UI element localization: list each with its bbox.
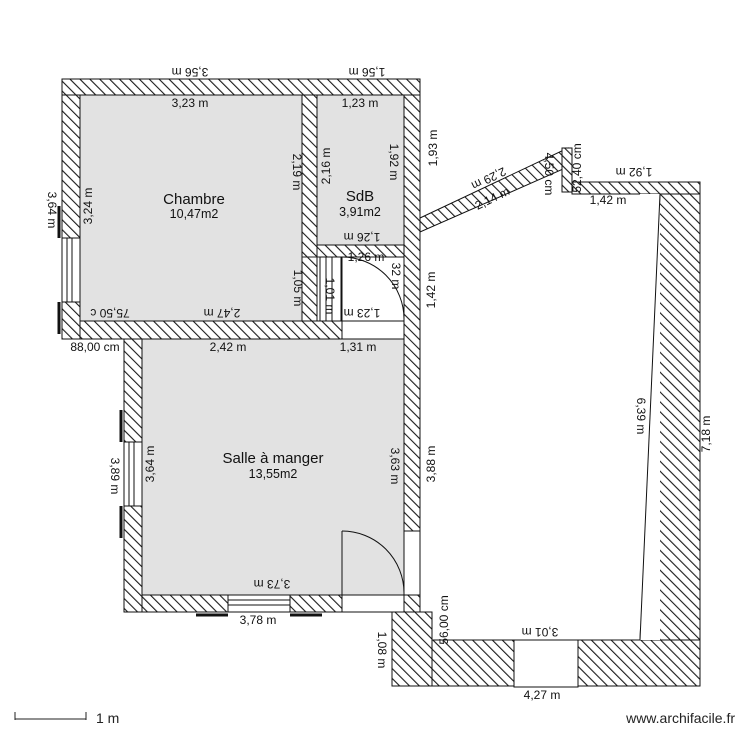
- window-chambre: [61, 237, 81, 303]
- dim-hall-mid: 1,01 m: [323, 278, 337, 315]
- dim-terr-right-ext: 7,18 m: [699, 416, 713, 453]
- dim-salle-top-right: 1,31 m: [340, 340, 377, 354]
- dim-chambre-bottom: 2,47 m: [204, 306, 241, 320]
- watermark: www.archifacile.fr: [625, 710, 735, 726]
- dim-terr-left-ext: 1,08 m: [375, 632, 389, 669]
- dim-hall-left: 1,05 m: [291, 270, 305, 307]
- dim-salle-bottom: 3,73 m: [254, 577, 291, 591]
- windows: [57, 206, 322, 617]
- dim-salle-right: 3,63 m: [388, 448, 402, 485]
- room-name-chambre: Chambre: [163, 191, 225, 208]
- chambre-floor: [79, 94, 303, 322]
- dim-hall-ext-right: 1,42 m: [424, 272, 438, 309]
- dim-notch-b: 52,40 cm: [570, 143, 584, 192]
- dim-hall-bottom: 1,23 m: [344, 306, 381, 320]
- dim-terr-top-int: 1,42 m: [590, 193, 627, 207]
- doors: [319, 256, 421, 613]
- dim-sdb-top: 1,23 m: [342, 96, 379, 110]
- window-salle: [123, 441, 143, 507]
- dim-chambre-left: 3,24 m: [81, 188, 95, 225]
- dim-wall-88: 88,00 cm: [70, 340, 119, 354]
- dim-ext-top-right: 1,56 m: [349, 65, 386, 79]
- dim-chambre-right: 2,19 m: [290, 154, 304, 191]
- dim-ext-left-chambre: 3,64 m: [45, 192, 59, 229]
- dim-ext-right-sdb: 1,93 m: [426, 130, 440, 167]
- room-area-salle: 13,55m2: [249, 467, 298, 481]
- window-salle-bottom: [227, 594, 291, 613]
- dim-salle-ext-right: 3,88 m: [424, 446, 438, 483]
- room-area-sdb: 3,91m2: [339, 205, 381, 219]
- dim-salle-ext-bottom: 3,78 m: [240, 613, 277, 627]
- sdb-floor: [316, 94, 405, 246]
- dim-sdb-bottom2: 1,26 m: [348, 250, 385, 264]
- dim-sdb-bottom: 1,26 m: [344, 230, 381, 244]
- room-name-sdb: SdB: [346, 188, 374, 205]
- dim-sdb-left: 2,16 m: [319, 148, 333, 185]
- dim-terr-bottom-int: 3,01 m: [522, 625, 559, 639]
- dimension-labels: 3,56 m 1,56 m 3,23 m 1,23 m 2,19 m 2,16 …: [45, 65, 713, 702]
- scale-label: 1 m: [96, 710, 119, 726]
- dim-terr-bottom-ext: 4,27 m: [524, 688, 561, 702]
- dim-salle-top-left: 2,42 m: [210, 340, 247, 354]
- dim-notch-a: 4,50 cm: [542, 153, 556, 196]
- scale-bar: 1 m: [14, 710, 119, 726]
- dim-terr-notch: 56,00 cm: [437, 595, 451, 644]
- dim-terr-right-int: 6,39 m: [634, 398, 648, 435]
- room-name-salle: Salle à manger: [223, 450, 324, 467]
- room-area-chambre: 10,47m2: [170, 207, 219, 221]
- dim-hall-right: 32 m: [389, 263, 403, 290]
- dim-ext-top-left: 3,56 m: [172, 65, 209, 79]
- terrace-opening: [513, 639, 579, 688]
- dim-terr-top-ext: 1,92 m: [616, 165, 653, 179]
- dim-salle-ext-left: 3,89 m: [108, 458, 122, 495]
- dim-sdb-right: 1,92 m: [387, 144, 401, 181]
- dim-chambre-top: 3,23 m: [172, 96, 209, 110]
- dim-salle-left: 3,64 m: [143, 446, 157, 483]
- dim-chambre-bottom-small: 75,50 c: [90, 306, 129, 320]
